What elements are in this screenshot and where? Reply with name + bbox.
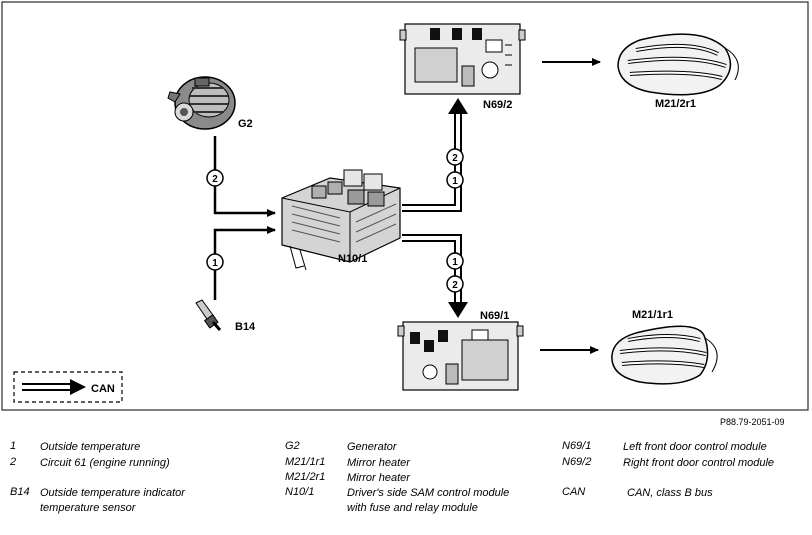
legend-code: 2 xyxy=(10,456,17,468)
marker-circuit-2-g2: 2 xyxy=(206,169,224,187)
mirror-heater-m21-1r1 xyxy=(611,325,718,385)
marker-circuit-2-lower: 2 xyxy=(446,275,464,293)
legend-desc: Mirror heater xyxy=(347,472,410,484)
marker-circuit-1-lower: 1 xyxy=(446,252,464,270)
wire-b14-n10 xyxy=(213,226,276,300)
door-module-n69-2 xyxy=(399,23,526,95)
wire-g2-n10 xyxy=(213,136,276,217)
can-key-box xyxy=(13,371,123,403)
label-g2: G2 xyxy=(238,118,253,130)
legend-code: N10/1 xyxy=(285,486,315,498)
svg-text:2: 2 xyxy=(212,174,218,185)
wiring-diagram: G2 2 B14 1 N10/1 2 xyxy=(1,1,809,411)
label-m21-1r1: M21/1r1 xyxy=(632,309,673,321)
legend-desc: CAN, class B bus xyxy=(627,487,713,499)
svg-text:2: 2 xyxy=(452,153,458,164)
marker-circuit-2-upper: 2 xyxy=(446,148,464,166)
door-module-n69-1 xyxy=(397,321,524,391)
legend-code: M21/2r1 xyxy=(285,471,326,483)
legend-code: G2 xyxy=(285,440,300,452)
label-can: CAN xyxy=(91,383,115,395)
label-n10-1: N10/1 xyxy=(338,253,367,265)
legend-desc: Outside temperature xyxy=(40,441,141,453)
figure-reference: P88.79-2051-09 xyxy=(720,417,785,427)
svg-text:2: 2 xyxy=(452,280,458,291)
legend-desc: Mirror heater xyxy=(347,457,410,469)
legend-code: B14 xyxy=(10,486,30,498)
svg-text:1: 1 xyxy=(452,257,458,268)
legend-code: N69/1 xyxy=(562,440,592,452)
label-n69-2: N69/2 xyxy=(483,99,512,111)
legend-code: N69/2 xyxy=(562,456,592,468)
can-bus-n10-to-n69-2 xyxy=(402,98,468,212)
generator-g2 xyxy=(167,76,236,130)
diagram-frame xyxy=(1,1,809,411)
legend: 1 Outside temperature 2 Circuit 61 (engi… xyxy=(10,437,810,532)
marker-circuit-1-upper: 1 xyxy=(446,171,464,189)
svg-text:1: 1 xyxy=(452,176,458,187)
label-m21-2r1: M21/2r1 xyxy=(655,98,696,110)
label-b14: B14 xyxy=(235,321,256,333)
label-n69-1: N69/1 xyxy=(480,310,509,322)
legend-desc: Generator xyxy=(347,441,397,453)
sam-module-n10-1 xyxy=(281,169,401,271)
legend-desc: Outside temperature indicator temperatur… xyxy=(40,487,185,514)
legend-code: M21/1r1 xyxy=(285,456,326,468)
mirror-heater-m21-2r1 xyxy=(617,33,739,96)
legend-desc: Circuit 61 (engine running) xyxy=(40,457,170,469)
legend-desc: Left front door control module xyxy=(623,441,767,453)
legend-desc: Driver's side SAM control module with fu… xyxy=(347,487,510,514)
legend-code: CAN xyxy=(562,486,586,498)
marker-circuit-1-b14: 1 xyxy=(206,253,224,271)
svg-text:1: 1 xyxy=(212,258,218,269)
sensor-b14 xyxy=(195,299,222,331)
legend-code: 1 xyxy=(10,440,17,452)
legend-desc: Right front door control module xyxy=(623,457,775,469)
